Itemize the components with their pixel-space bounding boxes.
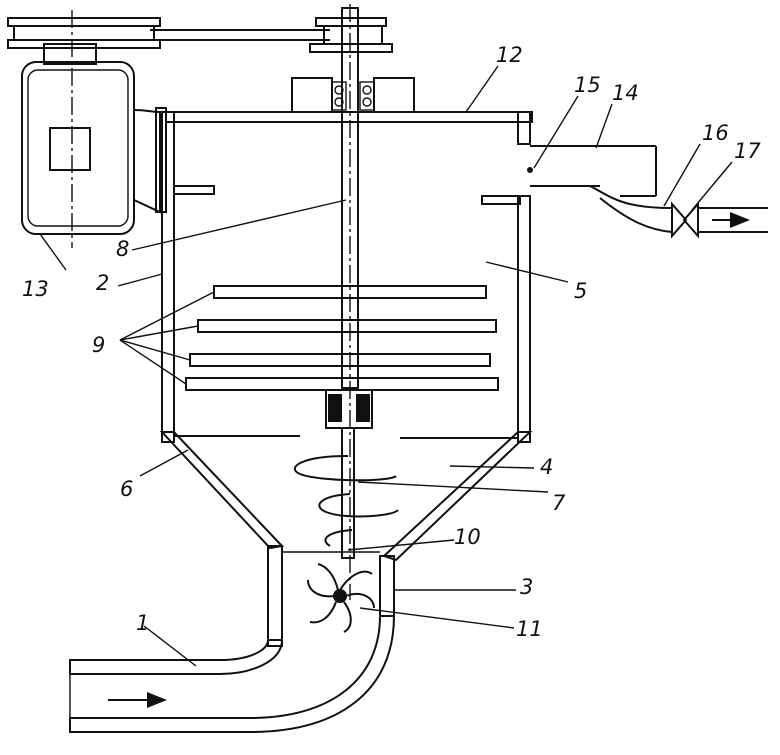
label-12: 12 bbox=[496, 43, 523, 67]
label-9: 9 bbox=[92, 333, 105, 357]
impeller bbox=[307, 563, 375, 633]
coupling-left bbox=[328, 394, 342, 422]
chamber-right-wall bbox=[379, 555, 395, 617]
electric-motor bbox=[21, 10, 167, 248]
right-cone-wall bbox=[382, 431, 533, 562]
bearing-housing bbox=[291, 77, 415, 113]
plate-4 bbox=[185, 377, 499, 391]
belt-drive bbox=[7, 17, 393, 53]
label-14: 14 bbox=[612, 81, 639, 105]
coupling-right bbox=[356, 394, 370, 422]
plates bbox=[185, 285, 499, 391]
inlet-pipe bbox=[69, 615, 396, 733]
left-cone-wall bbox=[159, 431, 285, 550]
lid-wall bbox=[165, 111, 533, 123]
label-15: 15 bbox=[574, 73, 601, 97]
chamber-left-wall bbox=[267, 545, 283, 647]
outlet-duct bbox=[527, 145, 657, 197]
valve-right bbox=[682, 201, 699, 239]
leader-lines bbox=[39, 65, 733, 667]
plate-2 bbox=[197, 319, 497, 333]
label-13: 13 bbox=[22, 277, 49, 301]
label-4: 4 bbox=[540, 455, 553, 479]
right-cylinder-wall-lower bbox=[517, 195, 531, 443]
label-11: 11 bbox=[516, 617, 543, 641]
label-1: 1 bbox=[136, 611, 149, 635]
sampling-point bbox=[527, 167, 533, 173]
plate-3 bbox=[189, 353, 491, 367]
left-baffle bbox=[173, 185, 215, 195]
label-3: 3 bbox=[520, 575, 533, 599]
left-cylinder-wall bbox=[161, 111, 175, 443]
outlet-pipe bbox=[589, 185, 768, 239]
label-7: 7 bbox=[552, 491, 566, 515]
label-16: 16 bbox=[702, 121, 729, 145]
plate-1 bbox=[213, 285, 487, 299]
label-2: 2 bbox=[96, 271, 109, 295]
label-17: 17 bbox=[734, 139, 761, 163]
screw-auger bbox=[294, 455, 399, 547]
label-10: 10 bbox=[454, 525, 481, 549]
label-6: 6 bbox=[120, 477, 133, 501]
label-8: 8 bbox=[116, 237, 129, 261]
right-cylinder-wall-upper bbox=[517, 111, 531, 145]
label-5: 5 bbox=[574, 279, 587, 303]
right-baffle bbox=[481, 195, 521, 205]
valve-left bbox=[671, 201, 688, 239]
